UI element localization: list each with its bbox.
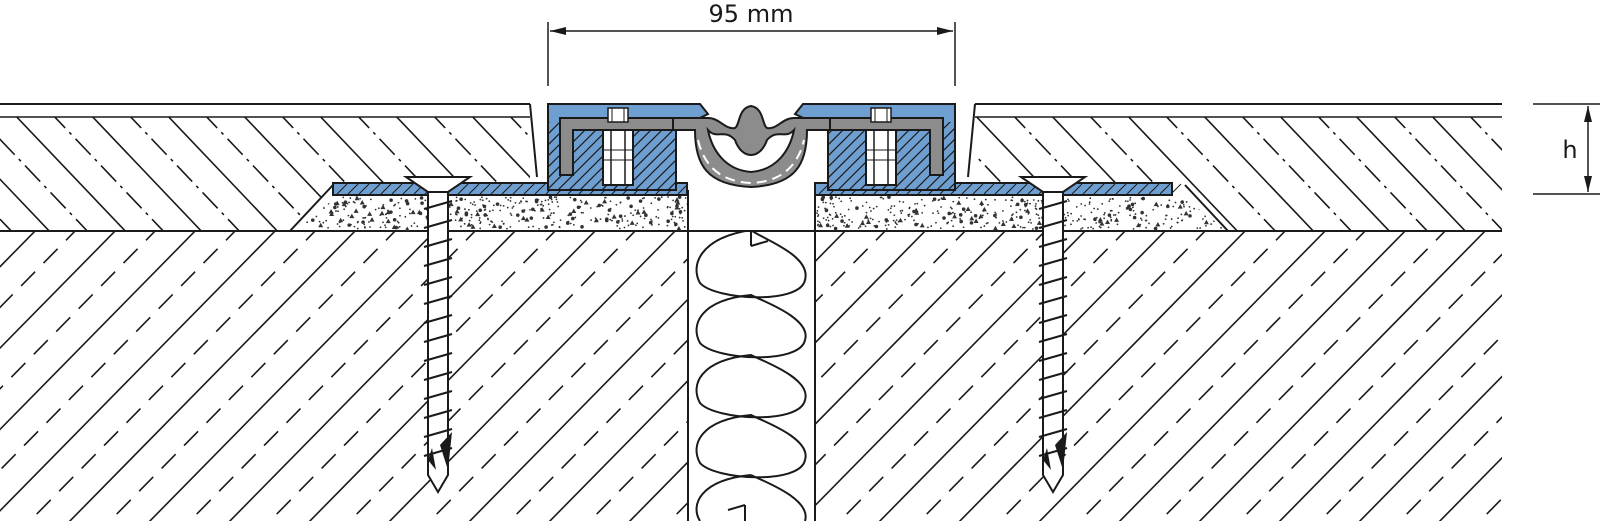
elastomer-insert xyxy=(672,104,831,189)
anchor-screw-right xyxy=(1017,176,1089,494)
height-dimension-label: h xyxy=(1562,136,1577,164)
concrete-hatch-right xyxy=(815,231,1502,521)
anchor-screw-left xyxy=(402,176,474,494)
screw-threads-left xyxy=(423,199,453,458)
width-dimension: 95 mm xyxy=(547,0,956,86)
joint-filler xyxy=(687,190,816,521)
concrete-slab xyxy=(0,230,1502,521)
screw-threads-right xyxy=(1038,199,1068,458)
screed-layer xyxy=(0,103,1502,231)
mortar-dots-left xyxy=(290,195,688,231)
mortar-dots-right xyxy=(816,195,1226,231)
filler-coil xyxy=(695,231,807,521)
aluminium-profile-right xyxy=(793,103,956,191)
height-dimension: h xyxy=(1533,103,1600,195)
width-dimension-label: 95 mm xyxy=(709,0,794,28)
screed-hatch-right xyxy=(975,117,1502,231)
